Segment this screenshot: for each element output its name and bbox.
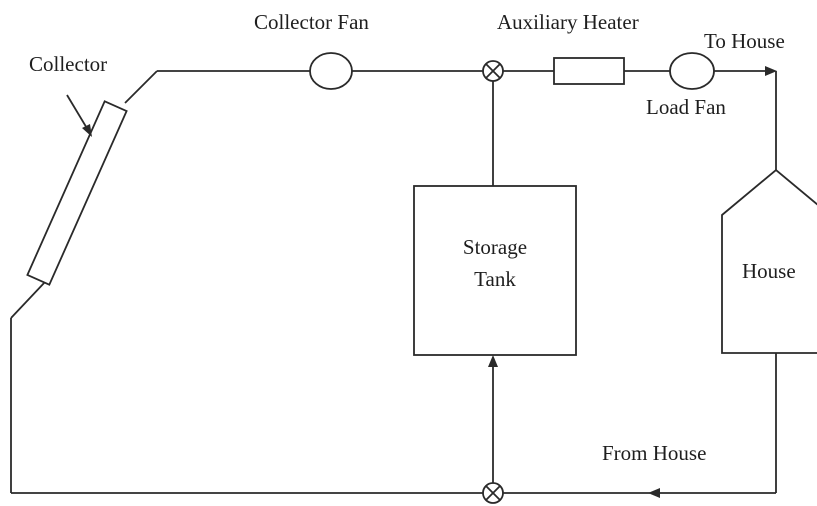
collector-pointer xyxy=(66,94,89,131)
storage-tank-label-line2: Tank xyxy=(474,267,516,291)
collector-fan-label: Collector Fan xyxy=(254,10,369,34)
valve-icon xyxy=(482,60,504,82)
collector-pointer-head xyxy=(82,124,92,137)
tank-inlet-arrow xyxy=(488,355,498,367)
collector xyxy=(26,100,128,286)
house xyxy=(721,168,817,354)
load-fan-label: Load Fan xyxy=(646,95,726,119)
auxiliary-heater xyxy=(553,57,625,85)
duct-segment xyxy=(124,70,158,104)
load-fan xyxy=(669,52,715,90)
return-duct xyxy=(10,281,777,498)
to-house-label: To House xyxy=(704,29,785,53)
storage-tank xyxy=(413,185,577,356)
collector-label: Collector xyxy=(29,52,107,76)
collector-fan xyxy=(309,52,353,90)
valve-cross xyxy=(485,485,501,501)
to-house-arrow xyxy=(765,66,777,76)
supply-duct xyxy=(124,66,777,104)
from-house-label: From House xyxy=(602,441,706,465)
valve-icon xyxy=(482,482,504,504)
storage-tank-label-line1: Storage xyxy=(463,235,527,259)
collector-panel xyxy=(26,100,128,286)
duct-segment xyxy=(10,281,46,319)
from-house-arrow xyxy=(648,488,660,498)
house-label: House xyxy=(742,259,796,283)
valve-cross xyxy=(485,63,501,79)
auxiliary-heater-label: Auxiliary Heater xyxy=(497,10,639,34)
